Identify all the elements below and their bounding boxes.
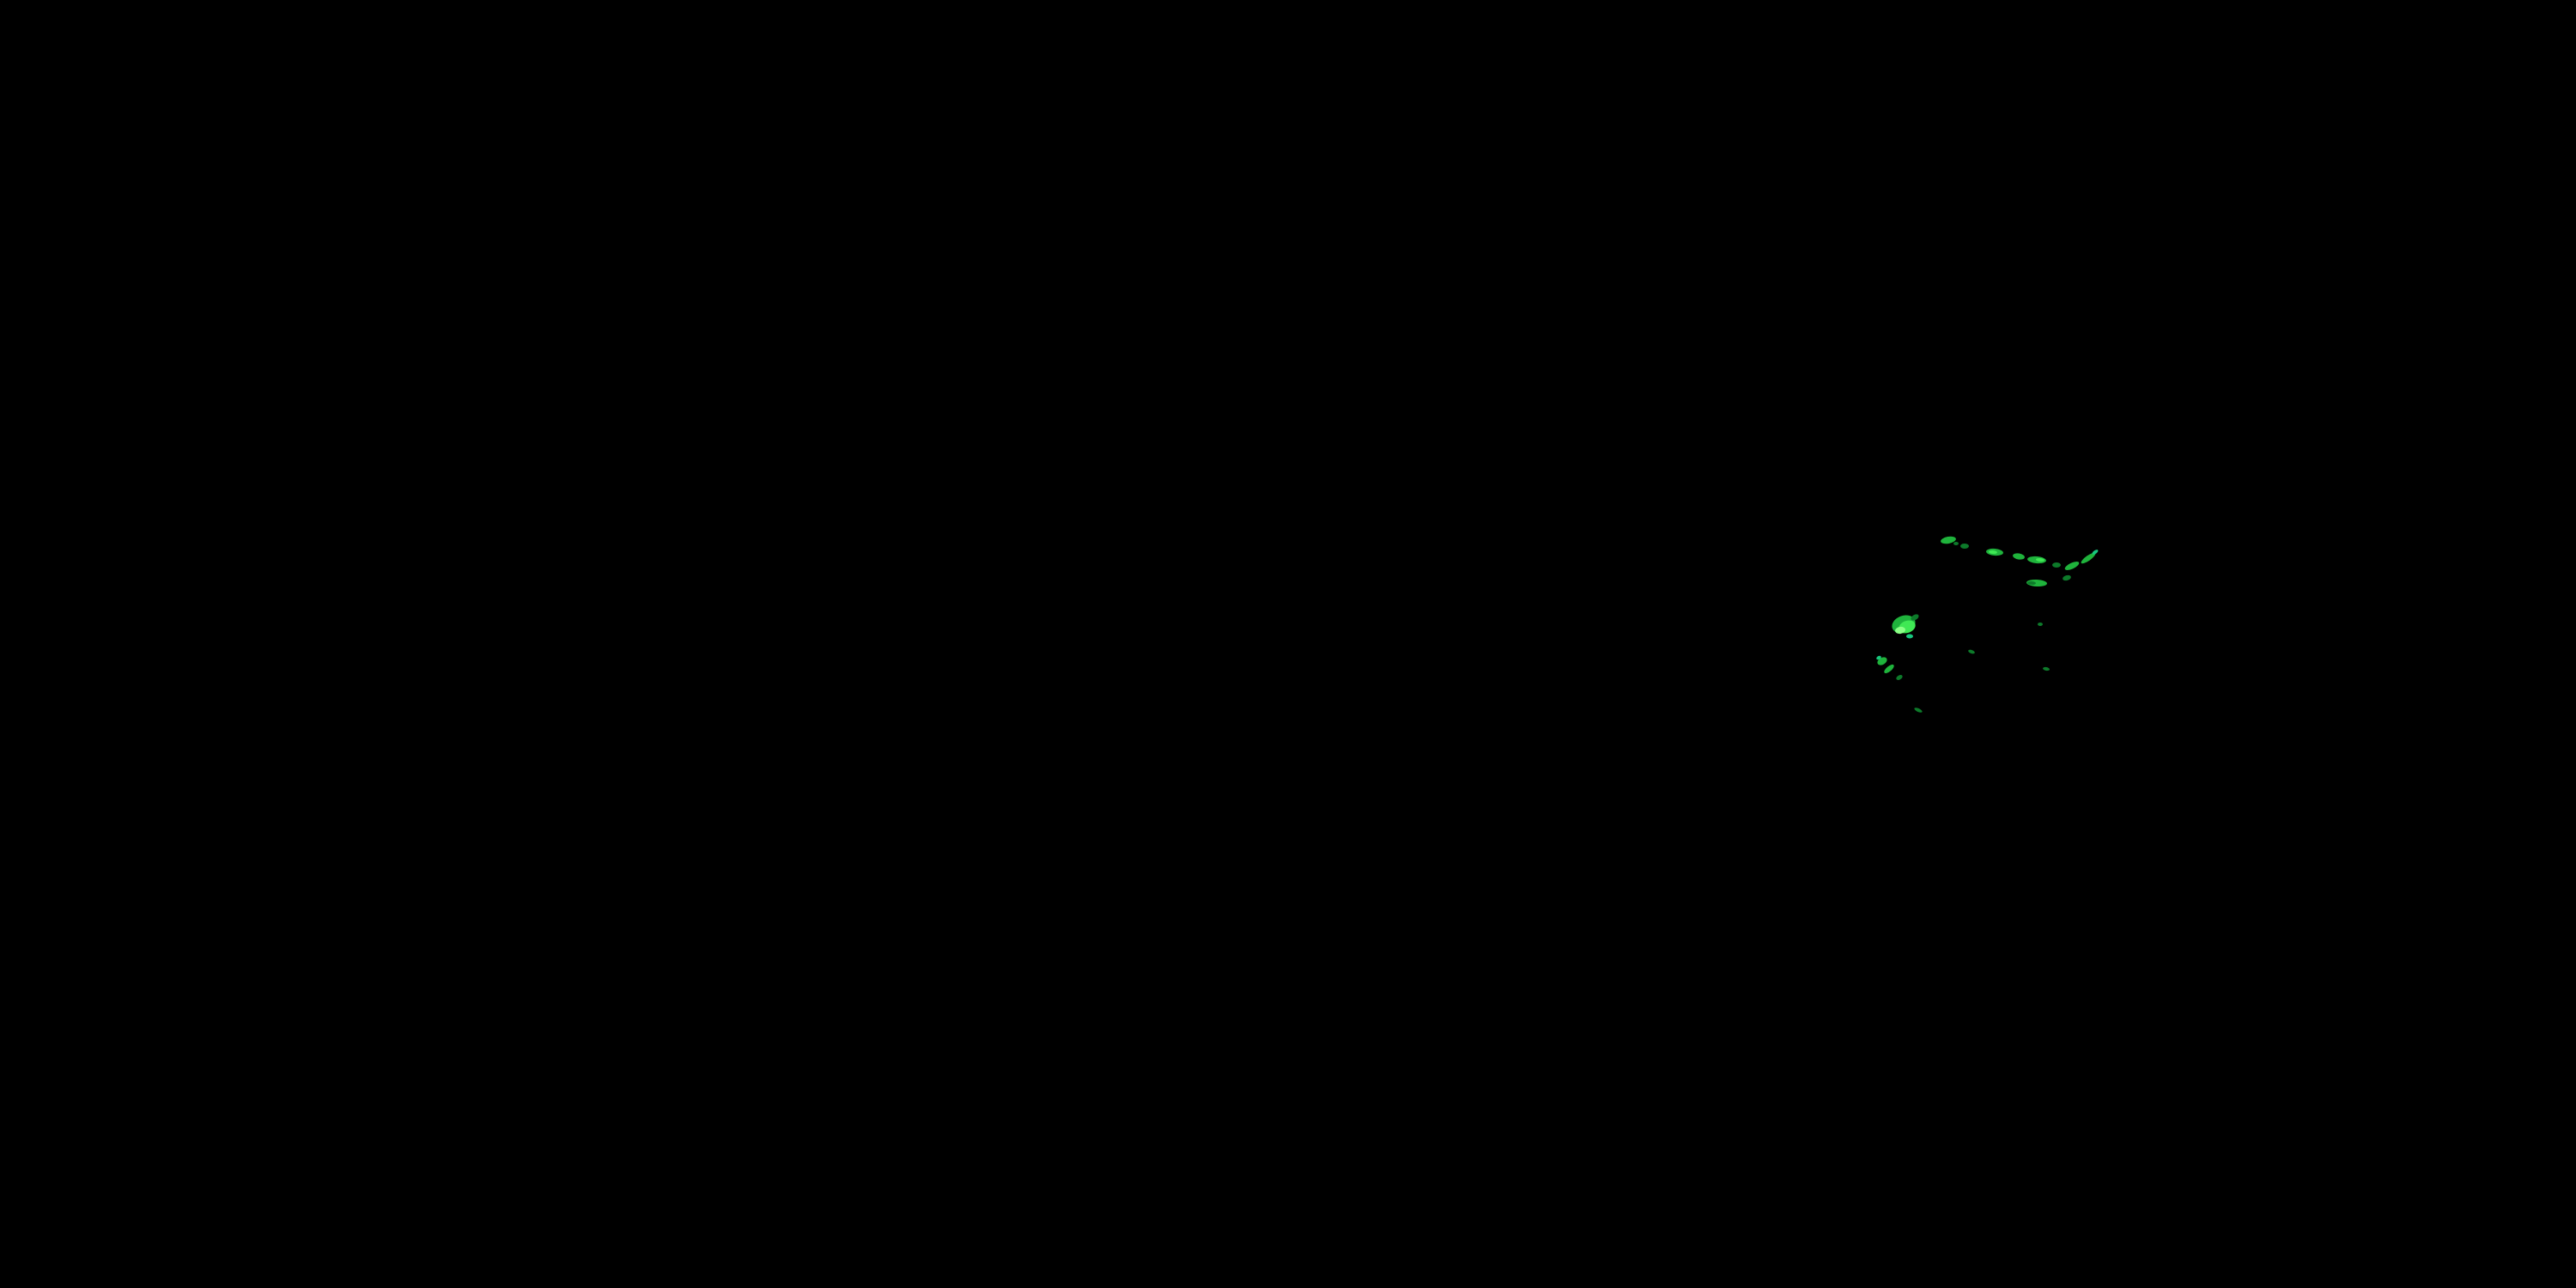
island-patch-sw-3 — [1896, 675, 1903, 680]
island-patch-arc-9 — [2026, 579, 2047, 587]
island-patch-arc-3 — [1986, 548, 2003, 556]
island-patch-sw-1 — [1876, 655, 1887, 665]
island-patch-arc-10 — [2063, 574, 2071, 581]
island-patch-sw-2 — [1884, 664, 1894, 674]
island-patch-arc-4 — [2013, 553, 2025, 560]
island-patch-se-1 — [2043, 666, 2050, 671]
island-patch-arc-6 — [2052, 562, 2061, 568]
island-patch-mid-1 — [1968, 649, 1975, 654]
island-patch-arc-1 — [1941, 536, 1959, 545]
island-patch-arc-5 — [2027, 556, 2046, 564]
island-patch-main — [1892, 614, 1919, 639]
island-patch-arc-7 — [2064, 562, 2080, 570]
island-patch-arc-8 — [2081, 550, 2099, 564]
island-patch-arc-2 — [1960, 544, 1969, 549]
island-patch-s-1 — [1914, 708, 1923, 713]
island-patch-mid-2 — [2038, 623, 2043, 626]
